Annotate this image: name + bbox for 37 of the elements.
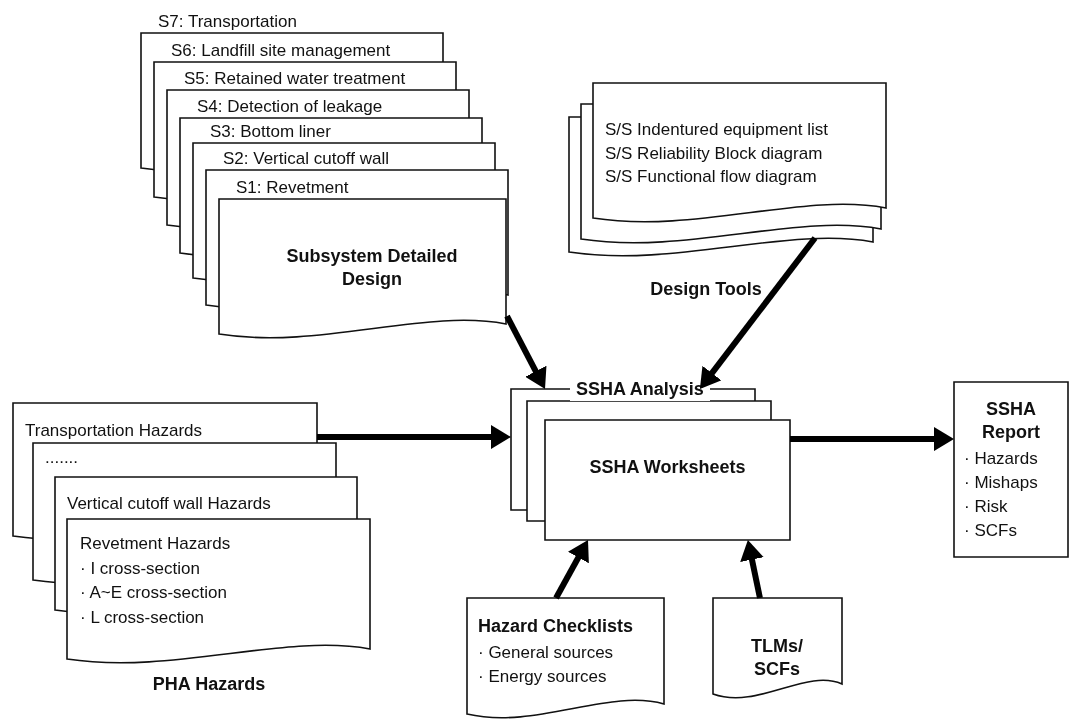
document-title: Subsystem Detailed Design: [285, 245, 459, 291]
sheet-label: S5: Retained water treatment: [184, 68, 406, 90]
arrow: [317, 425, 511, 449]
report-title: SSHA Report: [981, 398, 1041, 444]
list-item: · A~E cross-section: [80, 582, 227, 604]
worksheet-title: SSHA Worksheets: [588, 456, 747, 479]
sheet-label: S2: Vertical cutoff wall: [223, 148, 389, 170]
arrow: [740, 540, 764, 599]
list-item: · Risk: [964, 496, 1008, 518]
sheet-label: S7: Transportation: [158, 11, 297, 33]
sheet-heading: Vertical cutoff wall Hazards: [67, 493, 271, 515]
ellipsis-text: .......: [45, 447, 79, 469]
arrow: [699, 236, 818, 389]
list-item: · Energy sources: [478, 666, 607, 688]
arrow: [553, 540, 589, 600]
stack-caption: Design Tools: [649, 278, 763, 301]
sheet-heading: Revetment Hazards: [80, 533, 231, 555]
list-item: · General sources: [478, 642, 614, 664]
list-item: S/S Reliability Block diagram: [605, 143, 823, 165]
list-item: S/S Indentured equipment list: [605, 119, 829, 141]
sheet-label: S6: Landfill site management: [171, 40, 391, 62]
report-box: [954, 382, 1068, 557]
list-item: · I cross-section: [80, 558, 200, 580]
list-item: · Hazards: [964, 448, 1038, 470]
list-item: · L cross-section: [80, 607, 205, 629]
sheet-heading: Transportation Hazards: [25, 420, 202, 442]
stack-caption: PHA Hazards: [151, 673, 267, 696]
sheet-label: S4: Detection of leakage: [197, 96, 383, 118]
sheet-label: S1: Revetment: [236, 177, 349, 199]
document-title: TLMs/ SCFs: [750, 635, 804, 681]
list-item: · Mishaps: [964, 472, 1038, 494]
document-title: Hazard Checklists: [478, 615, 634, 638]
arrow: [504, 314, 547, 389]
arrow: [790, 427, 954, 452]
list-item: · SCFs: [964, 520, 1017, 542]
sheet-label: S3: Bottom liner: [210, 121, 331, 143]
list-item: S/S Functional flow diagram: [605, 166, 817, 188]
